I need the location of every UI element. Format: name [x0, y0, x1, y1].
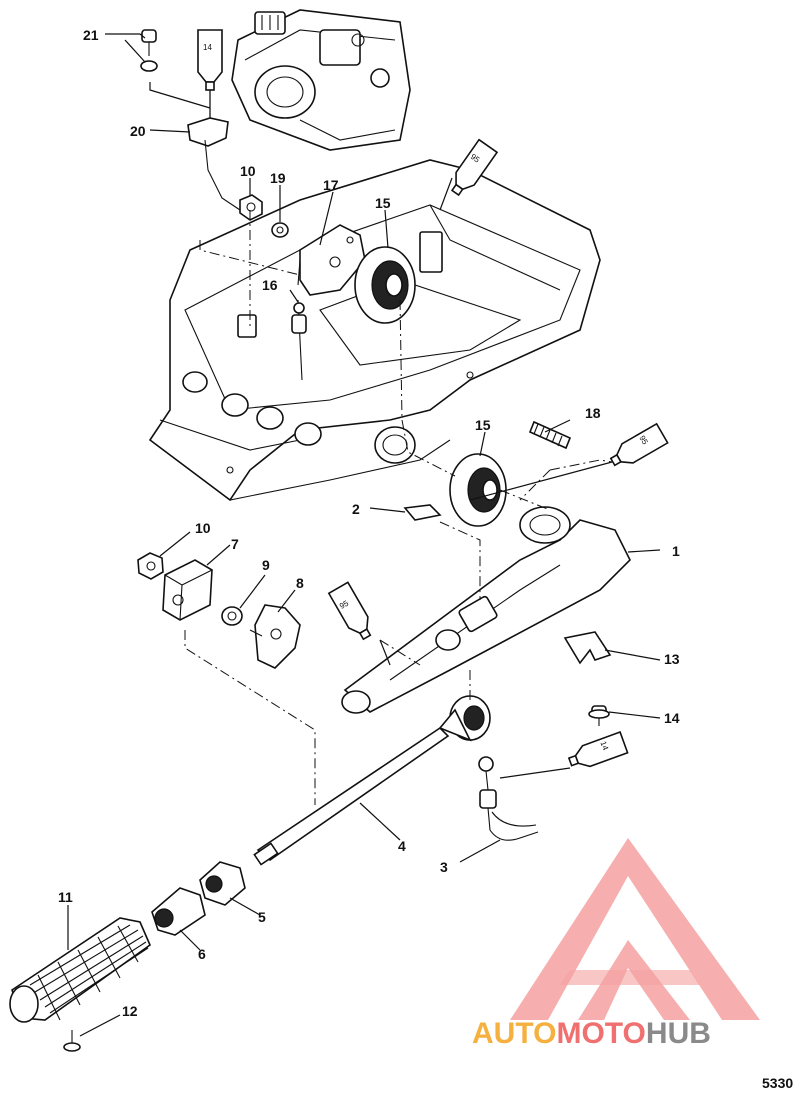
callout-16: 16 [262, 277, 278, 293]
callout-15-lower: 15 [475, 417, 491, 433]
sealant-tube-14-upper: 14 [197, 29, 223, 91]
callout-15-upper: 15 [375, 195, 391, 211]
friction-knob-8 [249, 604, 301, 669]
callout-8: 8 [296, 575, 304, 591]
carburetor [231, 9, 411, 151]
automotohub-logo [510, 838, 760, 1020]
assembly-lines [184, 210, 613, 805]
screw-14 [588, 705, 610, 726]
sealant-tube-14-lower: 14 [567, 731, 629, 768]
watermark-moto: MOTO [556, 1017, 645, 1050]
spring-18 [528, 420, 572, 450]
nut-10-upper [239, 194, 263, 221]
callout-6: 6 [198, 946, 206, 962]
sleeve-6 [151, 887, 206, 936]
callout-21: 21 [83, 27, 99, 43]
callout-10-upper: 10 [240, 163, 256, 179]
watermark-auto: AUTO [472, 1017, 556, 1050]
callout-4: 4 [398, 838, 406, 854]
callout-5: 5 [258, 909, 266, 925]
figure-number: 5330 [762, 1075, 793, 1091]
tiller-handle-1 [341, 506, 631, 714]
washer-9 [221, 606, 243, 626]
callout-numbers: 21 20 10 19 17 15 16 15 18 2 1 10 7 9 8 … [58, 27, 680, 1019]
tube-label-14-lower: 14 [599, 740, 611, 752]
callout-3: 3 [440, 859, 448, 875]
callout-20: 20 [130, 123, 146, 139]
throttle-gear-15-upper [354, 246, 416, 324]
bushing-5 [199, 861, 246, 906]
sealant-tube-95-mid: 95 [327, 581, 372, 641]
throttle-gear-15-lower [449, 453, 507, 527]
callout-7: 7 [231, 536, 239, 552]
friction-block-7 [162, 559, 213, 621]
bottom-cowl [148, 159, 601, 502]
callout-18: 18 [585, 405, 601, 421]
callout-12: 12 [122, 1003, 138, 1019]
callout-2: 2 [352, 501, 360, 517]
callout-10-lower: 10 [195, 520, 211, 536]
leader-lines [67, 33, 661, 1037]
throttle-shaft-4 [253, 695, 491, 866]
callout-14: 14 [664, 710, 680, 726]
watermark-text: AUTOMOTOHUB [472, 1017, 711, 1050]
nut-10-lower [137, 552, 164, 580]
callout-13: 13 [664, 651, 680, 667]
screw-12 [63, 1030, 81, 1052]
grip-11 [9, 917, 151, 1023]
watermark-hub: HUB [646, 1017, 711, 1050]
callout-9: 9 [262, 557, 270, 573]
stop-switch-3 [478, 756, 539, 841]
tube-label-14-upper: 14 [203, 43, 212, 52]
washer-19 [271, 222, 289, 238]
callout-17: 17 [323, 177, 339, 193]
callout-19: 19 [270, 170, 286, 186]
callout-11: 11 [58, 889, 73, 905]
callout-1: 1 [672, 543, 680, 559]
link-rod-16 [291, 299, 307, 381]
plate-13 [563, 631, 612, 665]
throttle-bracket-17 [297, 224, 366, 296]
pin-2 [403, 504, 442, 521]
sealant-tube-95-upper: 95 [450, 138, 499, 197]
sealant-tube-95-right: 95 [609, 422, 669, 467]
